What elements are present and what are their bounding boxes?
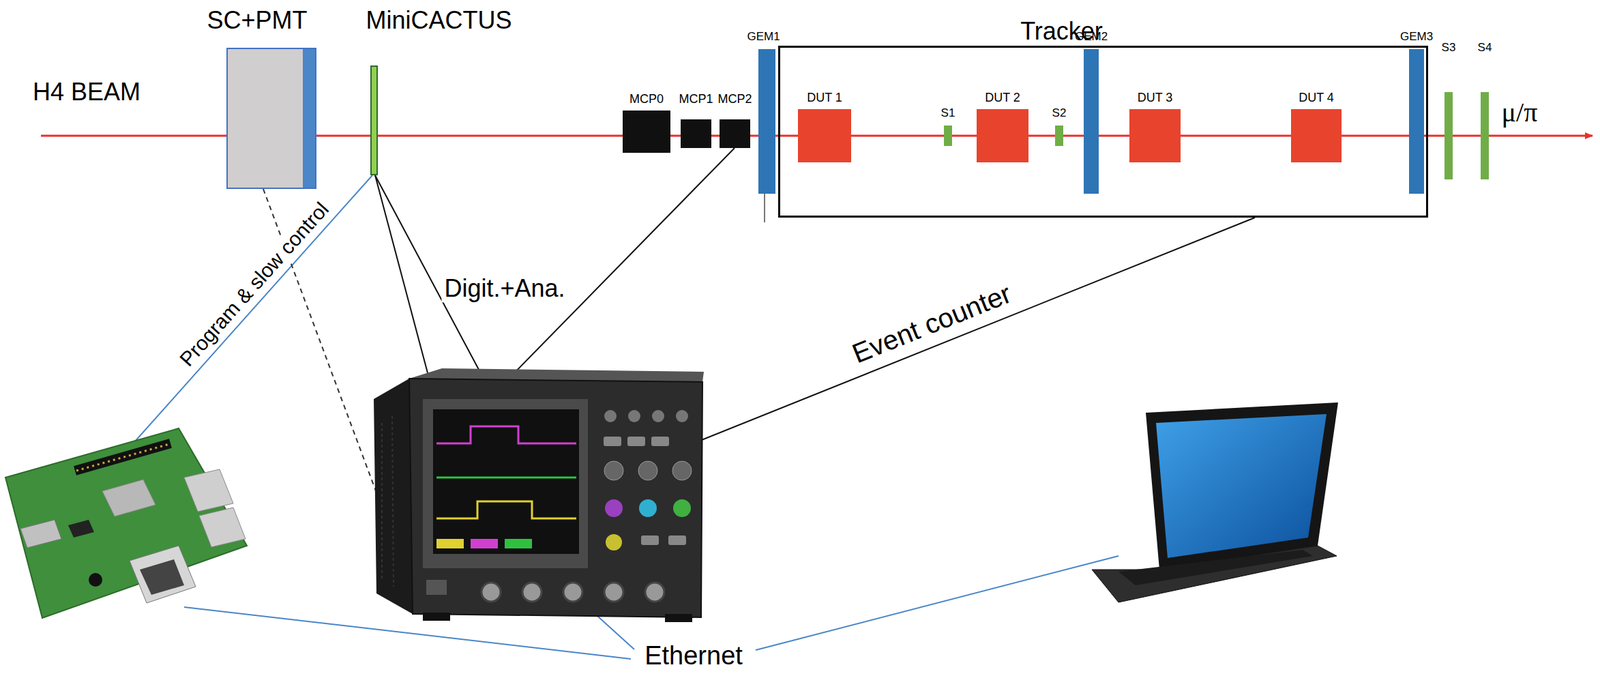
gem-plane: GEM2	[1083, 49, 1099, 194]
component-label: MiniCACTUS	[365, 6, 512, 35]
dut-box: DUT 2	[976, 109, 1029, 163]
component-label: MCP0	[629, 92, 664, 107]
event-counter-wire	[691, 217, 1255, 444]
gem-plane: GEM3	[1409, 49, 1425, 194]
oscilloscope	[373, 368, 704, 622]
link-label: Event counter	[845, 276, 1019, 371]
component-label: SC+PMT	[206, 6, 307, 35]
mcp-box: MCP1	[680, 119, 712, 148]
tracker-frame: TrackerDUT 1S1DUT 2S2GEM2DUT 3DUT 4GEM3	[778, 45, 1429, 218]
link-label: Digit.+Ana.	[441, 274, 568, 303]
component-label: GEM3	[1400, 30, 1433, 44]
pmt-wire	[263, 188, 380, 500]
component-label: S1	[941, 106, 956, 121]
pmt-window	[302, 49, 316, 188]
gem-post	[763, 193, 766, 223]
beam-name: H4 BEAM	[32, 77, 141, 106]
signal-wire	[375, 175, 433, 391]
dut-box: DUT 4	[1291, 109, 1342, 163]
component-label: S3	[1441, 40, 1457, 55]
slow-control-wire	[117, 175, 373, 462]
component-label: DUT 2	[984, 90, 1021, 106]
raspberry-pi	[5, 428, 247, 618]
signal-wire	[508, 147, 735, 380]
ethernet-wire	[755, 555, 1119, 650]
scintillator: S1	[943, 125, 953, 146]
particle-label: μ/π	[1501, 96, 1538, 129]
component-label: MCP2	[717, 92, 752, 107]
scintillator: S2	[1055, 125, 1064, 146]
scintillator: S3	[1444, 92, 1453, 180]
dut-box: DUT 3	[1129, 109, 1181, 163]
component-label: S2	[1052, 106, 1067, 121]
scintillator: S4	[1480, 92, 1489, 180]
component-label: DUT 1	[806, 90, 843, 106]
dut-box: DUT 1	[797, 109, 852, 163]
component-label: GEM1	[746, 30, 780, 44]
component-label: GEM2	[1074, 30, 1108, 44]
component-label: DUT 3	[1137, 90, 1174, 106]
gem-plane: GEM1	[758, 49, 776, 194]
mcp-box: MCP2	[719, 119, 751, 148]
sensor-bar: MiniCACTUS	[370, 65, 378, 176]
component-label: MCP1	[678, 92, 713, 107]
component-label: S4	[1477, 40, 1493, 55]
laptop	[1091, 402, 1339, 603]
component-label: DUT 4	[1298, 90, 1335, 106]
network-label: Ethernet	[644, 641, 743, 672]
detector-box: SC+PMT	[226, 47, 317, 189]
mcp-box: MCP0	[622, 110, 671, 153]
link-label: Program & slow control	[173, 195, 336, 374]
